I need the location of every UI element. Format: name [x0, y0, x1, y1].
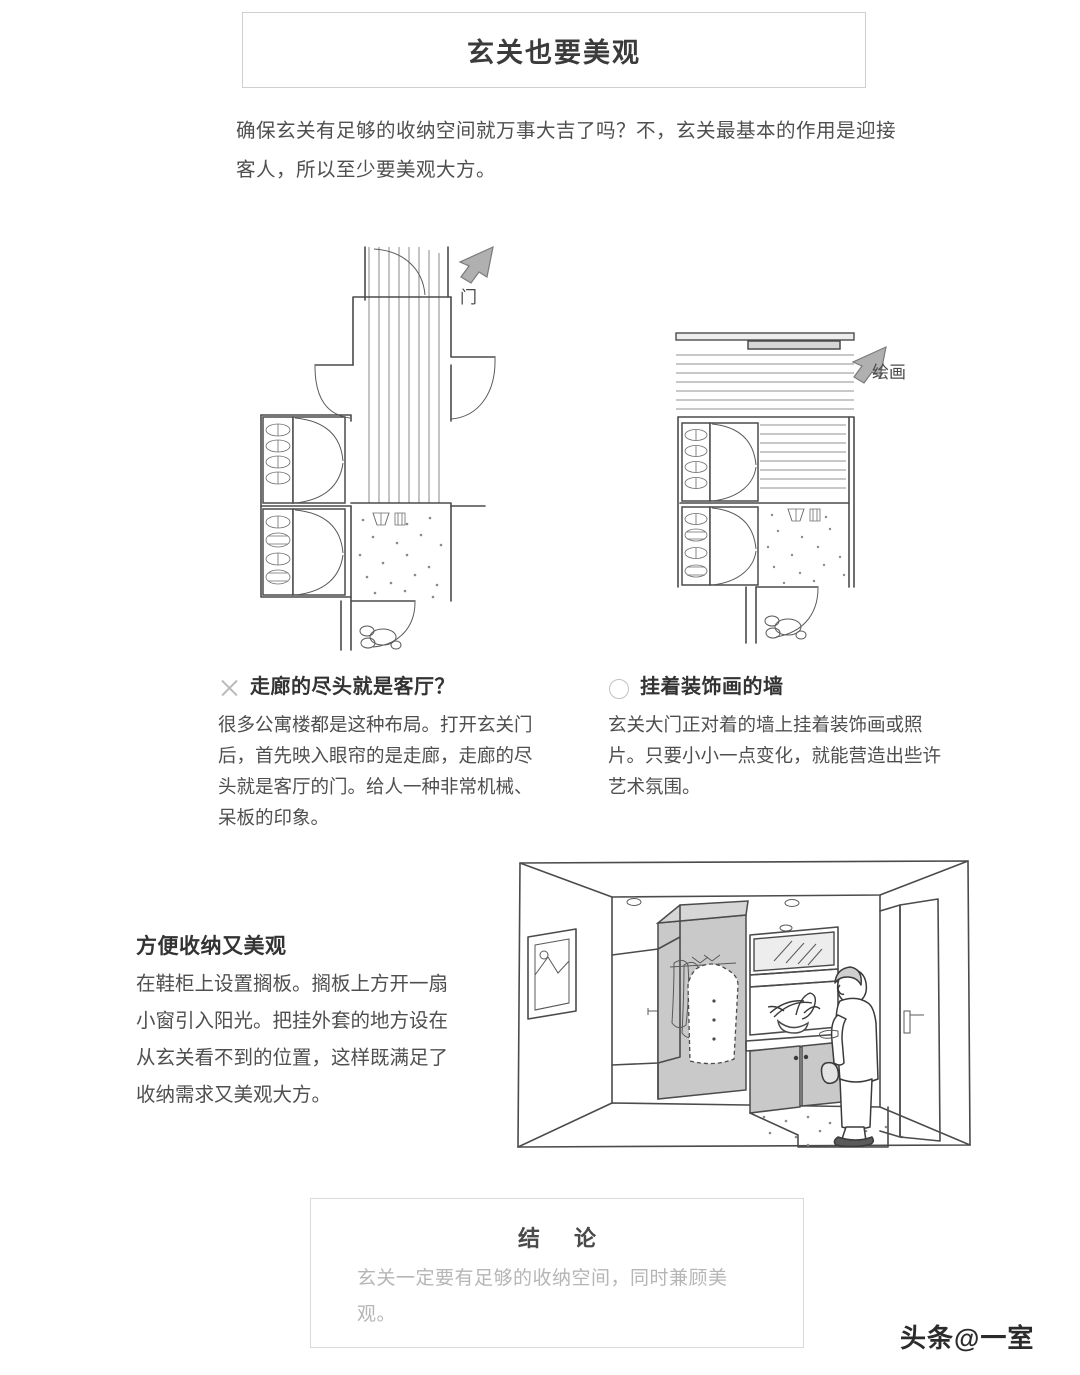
- caption-left: 走廊的尽头就是客厅？ 很多公寓楼都是这种布局。打开玄关门后，首先映入眼帘的是走廊…: [218, 672, 538, 833]
- lower-heading: 方便收纳又美观: [136, 935, 287, 958]
- conclusion-box: 结 论 玄关一定要有足够的收纳空间，同时兼顾美观。: [310, 1198, 804, 1348]
- caption-right-heading-row: 挂着装饰画的墙: [608, 672, 948, 703]
- cross-mark-icon: [218, 677, 240, 699]
- conclusion-title: 结 论: [517, 1226, 611, 1251]
- caption-left-heading-row: 走廊的尽头就是客厅？: [218, 672, 538, 703]
- caption-right: 挂着装饰画的墙 玄关大门正对着的墙上挂着装饰画或照片。只要小小一点变化，就能营造…: [608, 672, 948, 802]
- caption-right-body: 玄关大门正对着的墙上挂着装饰画或照片。只要小小一点变化，就能营造出些许艺术氛围。: [608, 714, 942, 797]
- page-title-box: 玄关也要美观: [242, 12, 866, 88]
- decorated-wall-floor-plan-drawing: 绘画: [675, 332, 906, 644]
- page-title: 玄关也要美观: [467, 37, 641, 68]
- intro-paragraph: 确保玄关有足够的收纳空间就万事大吉了吗？不，玄关最基本的作用是迎接客人，所以至少…: [236, 120, 897, 181]
- watermark: 头条@一室: [900, 1323, 1035, 1353]
- caption-right-heading: 挂着装饰画的墙: [640, 676, 784, 698]
- painting-label: 绘画: [872, 363, 906, 382]
- floor-plan-figures: 门: [0, 225, 1080, 655]
- conclusion-text: 玄关一定要有足够的收纳空间，同时兼顾美观。: [357, 1268, 728, 1325]
- lower-body: 在鞋柜上设置搁板。搁板上方开一扇小窗引入阳光。把挂外套的地方设在从玄关看不到的位…: [136, 973, 449, 1106]
- entryway-perspective-illustration: [508, 845, 980, 1165]
- caption-left-heading: 走廊的尽头就是客厅？: [250, 676, 455, 698]
- corridor-floor-plan-drawing: 门: [260, 245, 496, 651]
- lower-text-block: 方便收纳又美观 在鞋柜上设置搁板。搁板上方开一扇小窗引入阳光。把挂外套的地方设在…: [136, 930, 454, 1114]
- caption-left-body: 很多公寓楼都是这种布局。打开玄关门后，首先映入眼帘的是走廊，走廊的尽头就是客厅的…: [218, 714, 533, 828]
- door-label: 门: [460, 288, 477, 307]
- circle-mark-icon: [608, 677, 630, 699]
